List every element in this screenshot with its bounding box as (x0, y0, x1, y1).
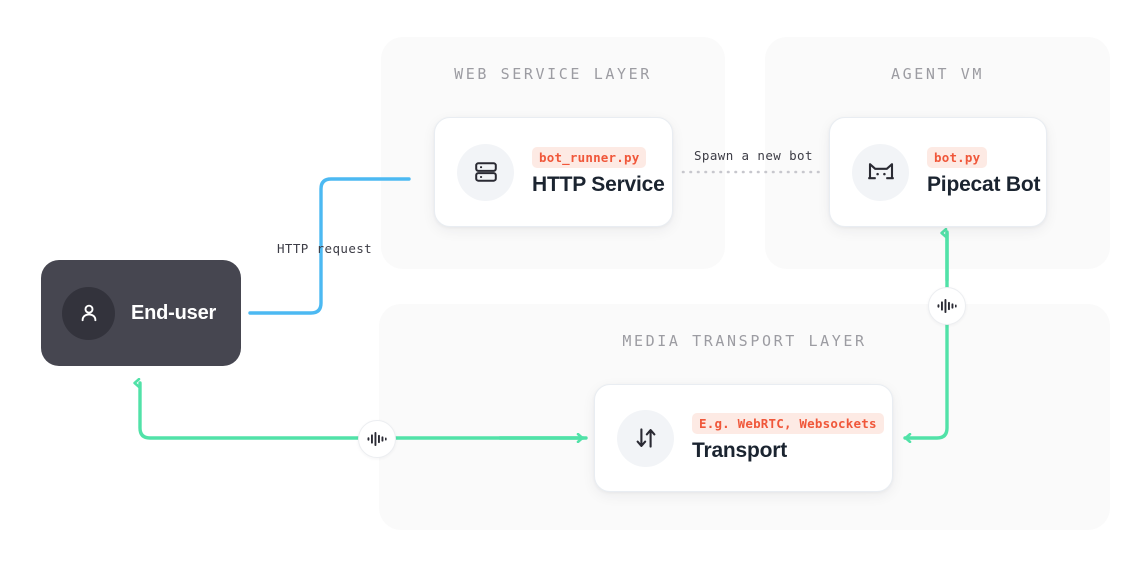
layer-title-agent-vm: AGENT VM (890, 65, 985, 83)
icon-container (852, 143, 909, 201)
waveform-badge-user-transport (358, 420, 396, 458)
avatar (62, 286, 115, 340)
card-text: bot.py Pipecat Bot (927, 147, 1041, 197)
code-badge-transport-examples: E.g. WebRTC, Websockets (692, 413, 884, 434)
code-badge-bot-runner: bot_runner.py (532, 147, 647, 168)
waveform-icon (367, 432, 387, 446)
icon-container (617, 409, 674, 467)
layer-title-media-transport: MEDIA TRANSPORT LAYER (622, 332, 867, 350)
waveform-badge-transport-bot (928, 287, 966, 325)
node-title-http-service: HTTP Service (532, 173, 665, 196)
node-end-user[interactable]: End-user (41, 260, 241, 366)
user-icon (81, 304, 96, 322)
node-title-pipecat-bot: Pipecat Bot (927, 173, 1041, 196)
server-icon (474, 162, 497, 182)
node-transport[interactable]: E.g. WebRTC, Websockets Transport (594, 384, 893, 492)
connector-label-http-request: HTTP request (277, 241, 373, 256)
node-pipecat-bot[interactable]: bot.py Pipecat Bot (829, 117, 1047, 227)
cat-icon (867, 163, 894, 180)
transfer-arrows-icon (636, 428, 655, 448)
icon-container (457, 143, 514, 201)
node-title-transport: Transport (692, 439, 788, 462)
waveform-icon (937, 299, 957, 313)
card-text: bot_runner.py HTTP Service (532, 147, 665, 197)
node-http-service[interactable]: bot_runner.py HTTP Service (434, 117, 673, 227)
connector-label-spawn-bot: Spawn a new bot (694, 148, 813, 163)
node-label-end-user: End-user (131, 301, 217, 324)
layer-title-web-service: WEB SERVICE LAYER (454, 65, 652, 83)
code-badge-bot-py: bot.py (927, 147, 988, 168)
card-text: E.g. WebRTC, Websockets Transport (692, 413, 884, 463)
